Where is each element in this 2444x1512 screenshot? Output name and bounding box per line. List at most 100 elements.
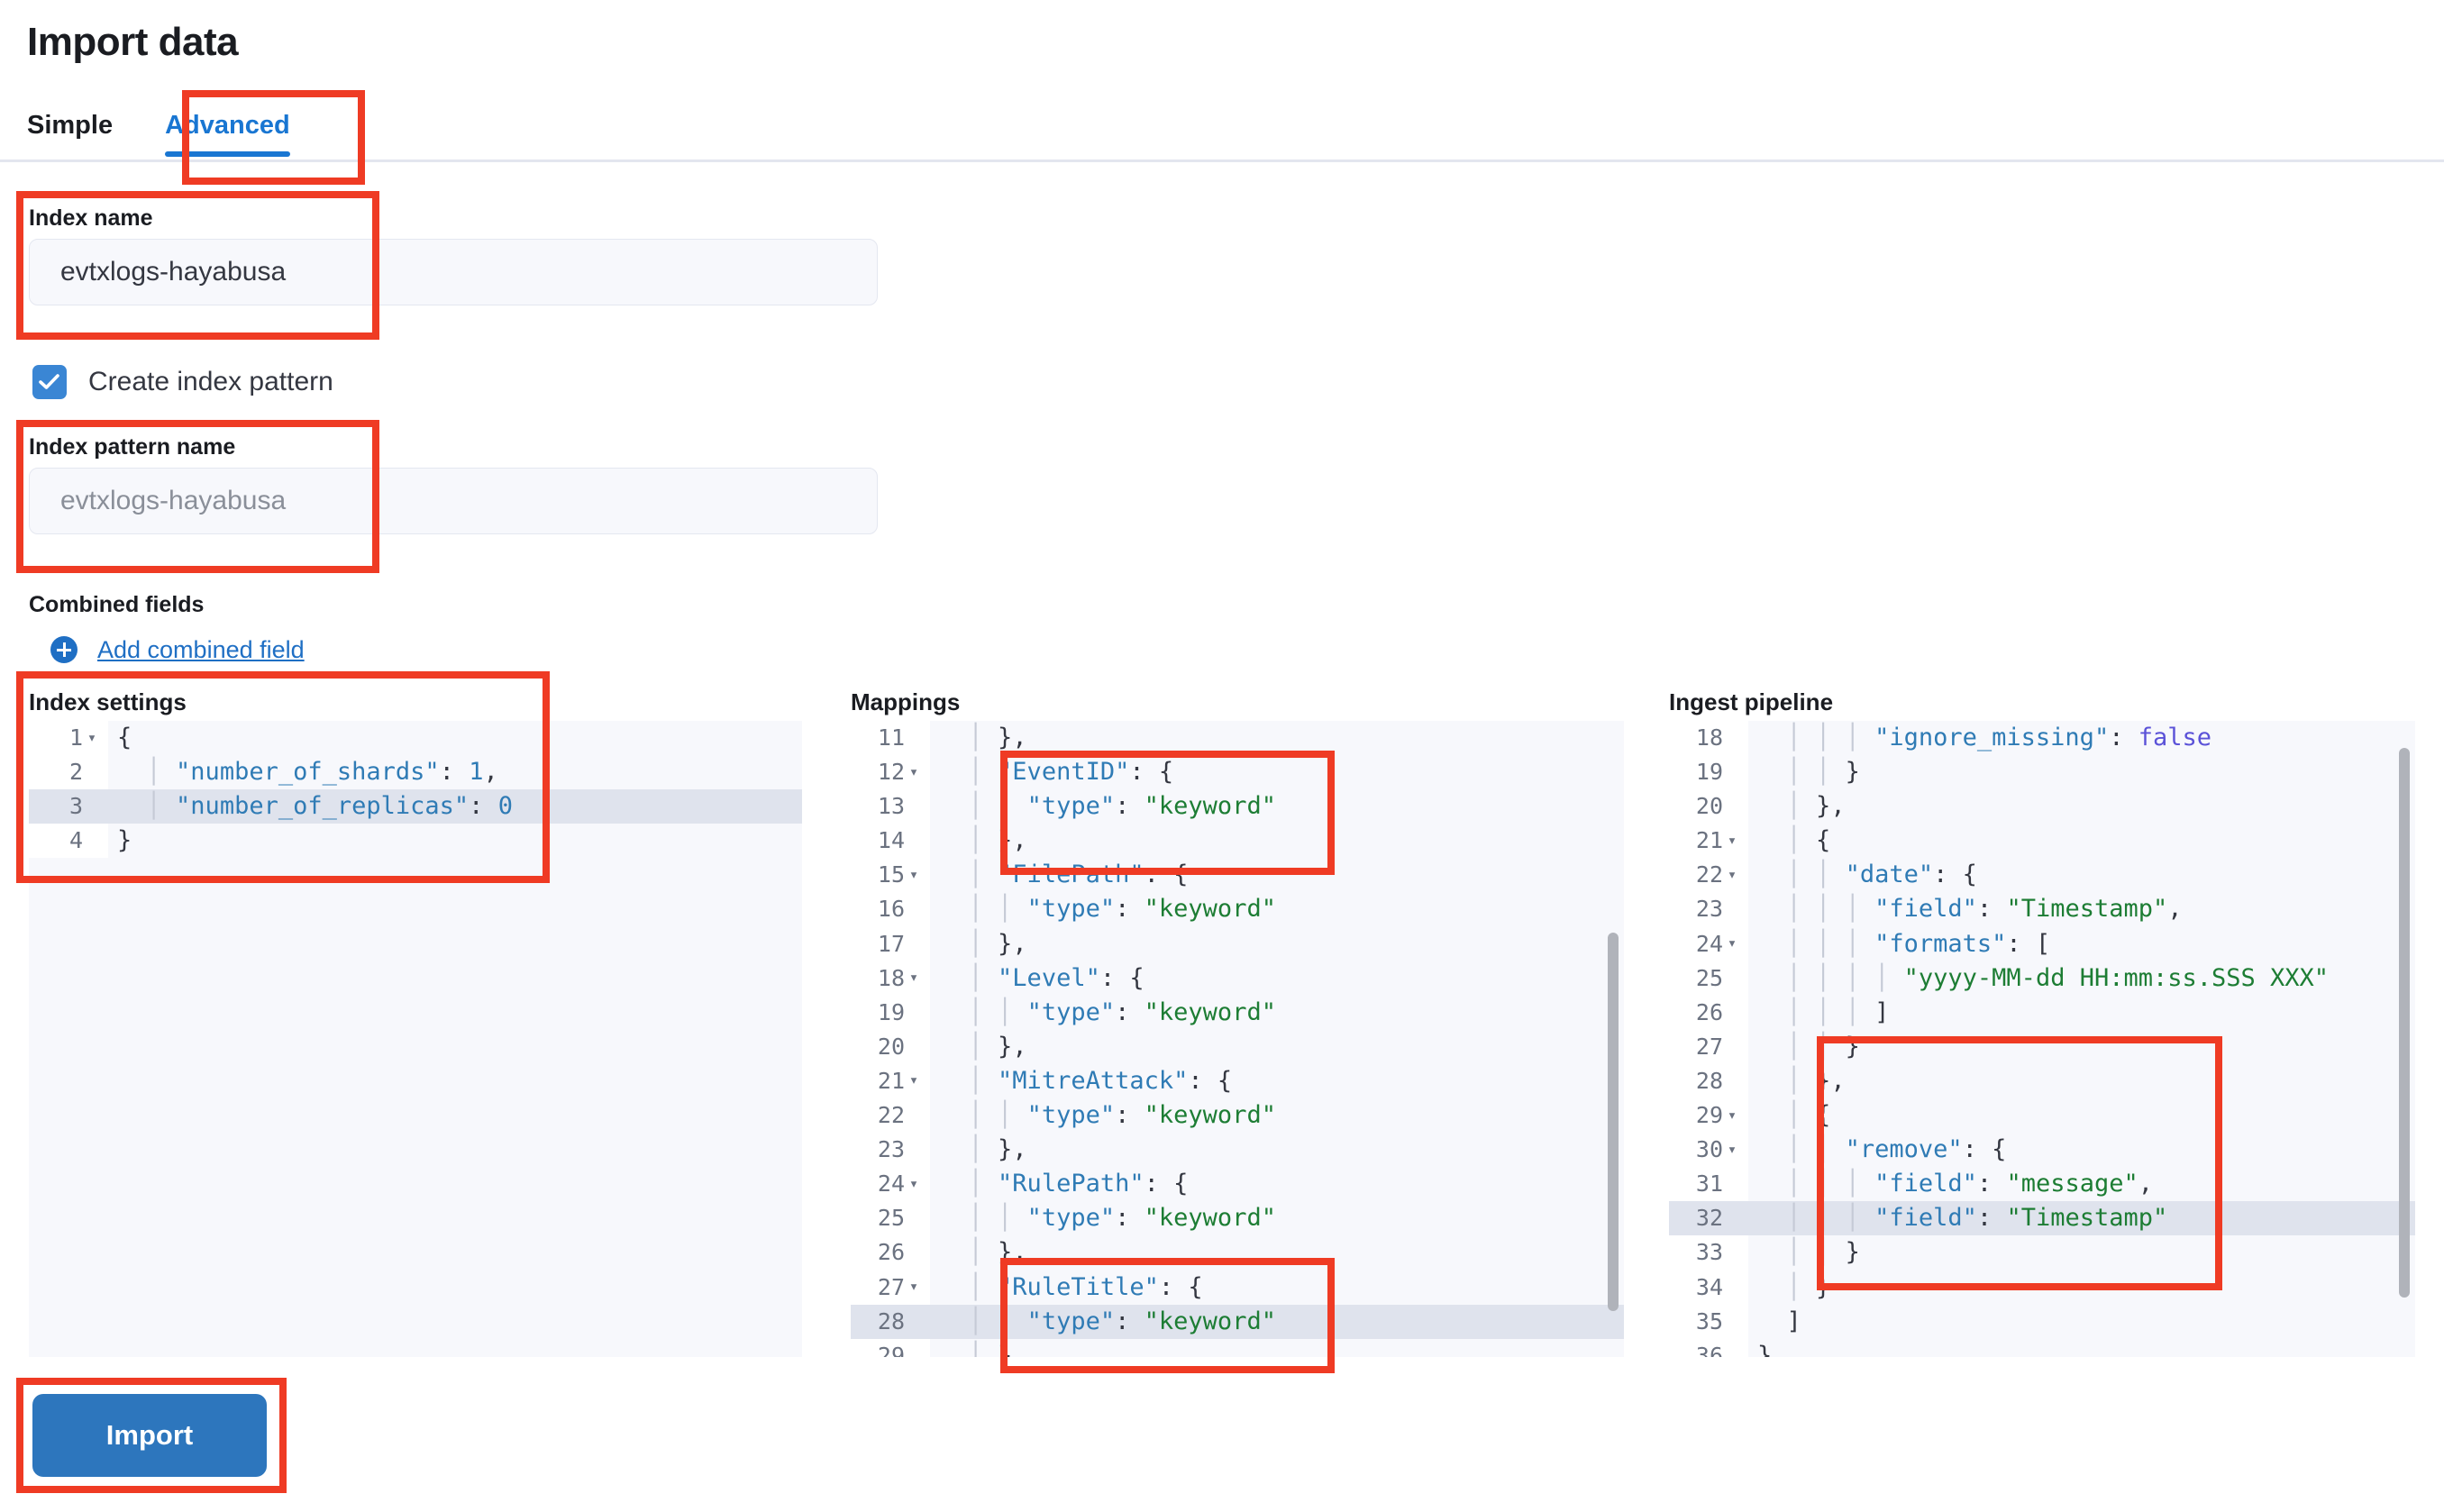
- code-line[interactable]: 29▾ │ {: [1669, 1098, 2415, 1134]
- code-line[interactable]: 23 │ },: [851, 1133, 1624, 1168]
- combined-fields-label: Combined fields: [29, 592, 205, 617]
- code-line[interactable]: 19 │ │ }: [1669, 755, 2415, 790]
- line-number-gutter: 19: [1669, 755, 1748, 790]
- line-number-gutter: 29▾: [1669, 1098, 1748, 1134]
- code-line[interactable]: 11 │ },: [851, 721, 1624, 756]
- tab-simple-label: Simple: [27, 111, 114, 140]
- code-text: │ │ │ "field": "Timestamp": [1786, 1204, 2168, 1233]
- code-line[interactable]: 20 │ },: [1669, 789, 2415, 824]
- code-text: │ │ "type": "keyword": [968, 997, 1276, 1026]
- line-number-gutter: 4: [29, 824, 108, 859]
- page-title: Import data: [27, 20, 239, 64]
- mappings-title: Mappings: [851, 688, 961, 715]
- code-line[interactable]: 26 │ },: [851, 1235, 1624, 1271]
- line-number-gutter: 22▾: [1669, 858, 1748, 893]
- code-text: │ │ │ "ignore_missing": false: [1786, 724, 2212, 751]
- index-name-input[interactable]: evtxlogs-hayabusa: [29, 239, 878, 305]
- code-text: │ "Level": {: [968, 963, 1144, 992]
- index-pattern-name-input[interactable]: evtxlogs-hayabusa: [29, 468, 878, 534]
- line-number-gutter: 25: [851, 1201, 930, 1236]
- code-line[interactable]: 34 │ }: [1669, 1270, 2415, 1305]
- code-text: │ },: [1786, 1066, 1846, 1095]
- line-number-gutter: 18: [1669, 721, 1748, 756]
- code-line[interactable]: 20 │ },: [851, 1029, 1624, 1064]
- code-line[interactable]: 24▾ │ │ │ "formats": [: [1669, 926, 2415, 961]
- code-line[interactable]: 22▾ │ │ "date": {: [1669, 858, 2415, 893]
- code-line[interactable]: 18▾ │ "Level": {: [851, 961, 1624, 996]
- code-text: │ {: [1786, 826, 1831, 855]
- mappings-editor[interactable]: 11 │ },12▾ │ "EventID": {13 │ │ "type": …: [851, 721, 1624, 1357]
- code-line[interactable]: 25 │ │ "type": "keyword": [851, 1201, 1624, 1236]
- code-line[interactable]: 28 │ │ "type": "keyword": [851, 1304, 1624, 1339]
- code-line[interactable]: 15▾ │ "FilePath": {: [851, 858, 1624, 893]
- code-line[interactable]: 32 │ │ │ "field": "Timestamp": [1669, 1201, 2415, 1236]
- code-text: │ │ }: [1786, 758, 1860, 787]
- code-line[interactable]: 21▾ │ "MitreAttack": {: [851, 1063, 1624, 1099]
- line-number-gutter: 20: [851, 1029, 930, 1064]
- code-line[interactable]: 19 │ │ "type": "keyword": [851, 995, 1624, 1030]
- line-number-gutter: 2: [29, 755, 108, 790]
- create-index-pattern-checkbox[interactable]: Create index pattern: [32, 362, 333, 402]
- mappings-scrollbar[interactable]: [1608, 933, 1619, 1311]
- code-text: │ {: [1786, 1101, 1831, 1130]
- code-text: │ │ │ │ "yyyy-MM-dd HH:mm:ss.SSS XXX": [1786, 963, 2330, 992]
- tab-simple[interactable]: Simple: [27, 113, 141, 157]
- code-line[interactable]: 29 │ },: [851, 1338, 1624, 1357]
- code-text: ]: [1786, 1307, 1801, 1335]
- code-line[interactable]: 13 │ │ "type": "keyword": [851, 789, 1624, 824]
- code-line[interactable]: 27▾ │ "RuleTitle": {: [851, 1270, 1624, 1305]
- line-number-gutter: 24▾: [1669, 926, 1748, 961]
- code-text: │ "RulePath": {: [968, 1170, 1189, 1198]
- code-text: │ },: [968, 929, 1027, 958]
- code-line[interactable]: 26 │ │ │ ]: [1669, 995, 2415, 1030]
- code-text: │ "MitreAttack": {: [968, 1066, 1233, 1095]
- ingest-pipeline-scrollbar[interactable]: [2399, 748, 2410, 1298]
- code-line[interactable]: 28 │ },: [1669, 1063, 2415, 1099]
- code-line[interactable]: 21▾ │ {: [1669, 824, 2415, 859]
- code-line[interactable]: 33 │ │ }: [1669, 1235, 2415, 1271]
- code-line[interactable]: 17 │ },: [851, 926, 1624, 961]
- line-number-gutter: 24▾: [851, 1167, 930, 1202]
- code-line[interactable]: 24▾ │ "RulePath": {: [851, 1167, 1624, 1202]
- tab-advanced-label: Advanced: [165, 111, 290, 140]
- line-number-gutter: 21▾: [851, 1063, 930, 1099]
- line-number-gutter: 33: [1669, 1235, 1748, 1271]
- code-line[interactable]: 14 │ },: [851, 824, 1624, 859]
- line-number-gutter: 30▾: [1669, 1133, 1748, 1168]
- code-line[interactable]: 3 │ "number_of_replicas": 0: [29, 789, 802, 824]
- code-line[interactable]: 25 │ │ │ │ "yyyy-MM-dd HH:mm:ss.SSS XXX": [1669, 961, 2415, 996]
- add-combined-field-button[interactable]: Add combined field: [50, 631, 305, 669]
- code-line[interactable]: 12▾ │ "EventID": {: [851, 755, 1624, 790]
- code-line[interactable]: 1▾{: [29, 721, 802, 756]
- code-line[interactable]: 16 │ │ "type": "keyword": [851, 892, 1624, 927]
- line-number-gutter: 15▾: [851, 858, 930, 893]
- code-text: │ │ }: [1786, 1032, 1860, 1061]
- line-number-gutter: 23: [851, 1133, 930, 1168]
- code-line[interactable]: 36}: [1669, 1338, 2415, 1357]
- code-line[interactable]: 18 │ │ │ "ignore_missing": false: [1669, 721, 2415, 756]
- code-text: │ },: [968, 826, 1027, 855]
- code-line[interactable]: 35 ]: [1669, 1304, 2415, 1339]
- code-line[interactable]: 22 │ │ "type": "keyword": [851, 1098, 1624, 1134]
- code-text: │ },: [968, 724, 1027, 751]
- line-number-gutter: 25: [1669, 961, 1748, 996]
- code-line[interactable]: 27 │ │ }: [1669, 1029, 2415, 1064]
- import-button[interactable]: Import: [32, 1394, 267, 1477]
- tab-advanced[interactable]: Advanced: [165, 113, 314, 157]
- code-text: }: [1757, 1341, 1773, 1357]
- code-text: │ │ │ ]: [1786, 997, 1890, 1026]
- code-text: │ },: [968, 1341, 1027, 1357]
- code-line[interactable]: 31 │ │ │ "field": "message",: [1669, 1167, 2415, 1202]
- code-line[interactable]: 30▾ │ │ "remove": {: [1669, 1133, 2415, 1168]
- code-line[interactable]: 2 │ "number_of_shards": 1,: [29, 755, 802, 790]
- code-text: │ │ │ "field": "message",: [1786, 1170, 2154, 1198]
- line-number-gutter: 19: [851, 995, 930, 1030]
- code-text: │ │ "type": "keyword": [968, 1204, 1276, 1233]
- index-pattern-name-label: Index pattern name: [29, 434, 236, 460]
- index-settings-editor[interactable]: 1▾{2 │ "number_of_shards": 1,3 │ "number…: [29, 721, 802, 1357]
- code-text: │ │ │ "field": "Timestamp",: [1786, 895, 2183, 924]
- code-line[interactable]: 4}: [29, 824, 802, 859]
- code-line[interactable]: 23 │ │ │ "field": "Timestamp",: [1669, 892, 2415, 927]
- index-pattern-name-placeholder: evtxlogs-hayabusa: [60, 486, 287, 515]
